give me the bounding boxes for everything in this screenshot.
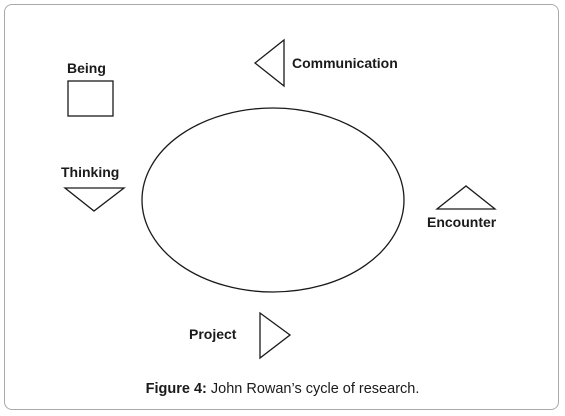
- being-label: Being: [67, 60, 106, 76]
- triangle-right-icon: [259, 311, 292, 360]
- caption-label: Figure 4:: [145, 381, 207, 397]
- figure-caption: Figure 4: John Rowan’s cycle of research…: [0, 381, 565, 397]
- thinking-label: Thinking: [61, 164, 119, 180]
- caption-text: John Rowan’s cycle of research.: [206, 381, 420, 397]
- project-label: Project: [189, 326, 237, 342]
- triangle-down-icon: [63, 187, 126, 212]
- square-icon: [67, 80, 114, 117]
- communication-label: Communication: [292, 55, 398, 71]
- encounter-label: Encounter: [427, 214, 497, 230]
- cycle-ellipse: [141, 107, 405, 293]
- triangle-left-icon: [253, 38, 285, 88]
- triangle-up-icon: [435, 185, 497, 210]
